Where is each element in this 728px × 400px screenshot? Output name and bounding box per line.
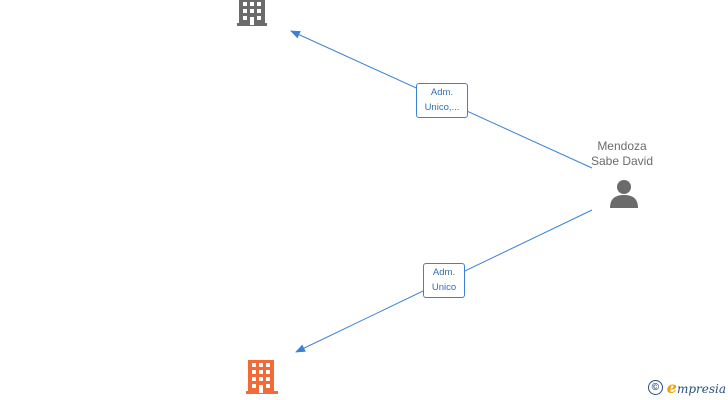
person-node[interactable] <box>609 179 639 214</box>
person-name[interactable]: Mendoza Sabe David <box>578 139 666 169</box>
brand-logo: empresia <box>667 378 726 397</box>
building-icon <box>246 360 278 394</box>
edge-label-line2: Unico <box>431 282 457 293</box>
person-icon <box>610 180 638 208</box>
edge-label-top[interactable]: Adm. Unico,... <box>416 83 468 118</box>
copyright-icon: © <box>647 380 663 395</box>
company-node-bottom[interactable] <box>246 360 278 400</box>
brand-name: mpresia <box>676 382 726 396</box>
company-node-top[interactable] <box>237 0 269 31</box>
edge-label-line1: Adm. <box>430 87 454 98</box>
edge-label-line2: Unico,... <box>424 102 460 113</box>
edge-label-line1: Adm. <box>432 267 456 278</box>
footer-brand: © empresia <box>647 378 726 397</box>
person-name-line1: Mendoza <box>597 139 647 153</box>
brand-initial: e <box>666 378 677 397</box>
building-icon <box>237 0 267 26</box>
edge-label-bottom[interactable]: Adm. Unico <box>423 263 465 298</box>
person-name-line2: Sabe David <box>590 154 654 168</box>
